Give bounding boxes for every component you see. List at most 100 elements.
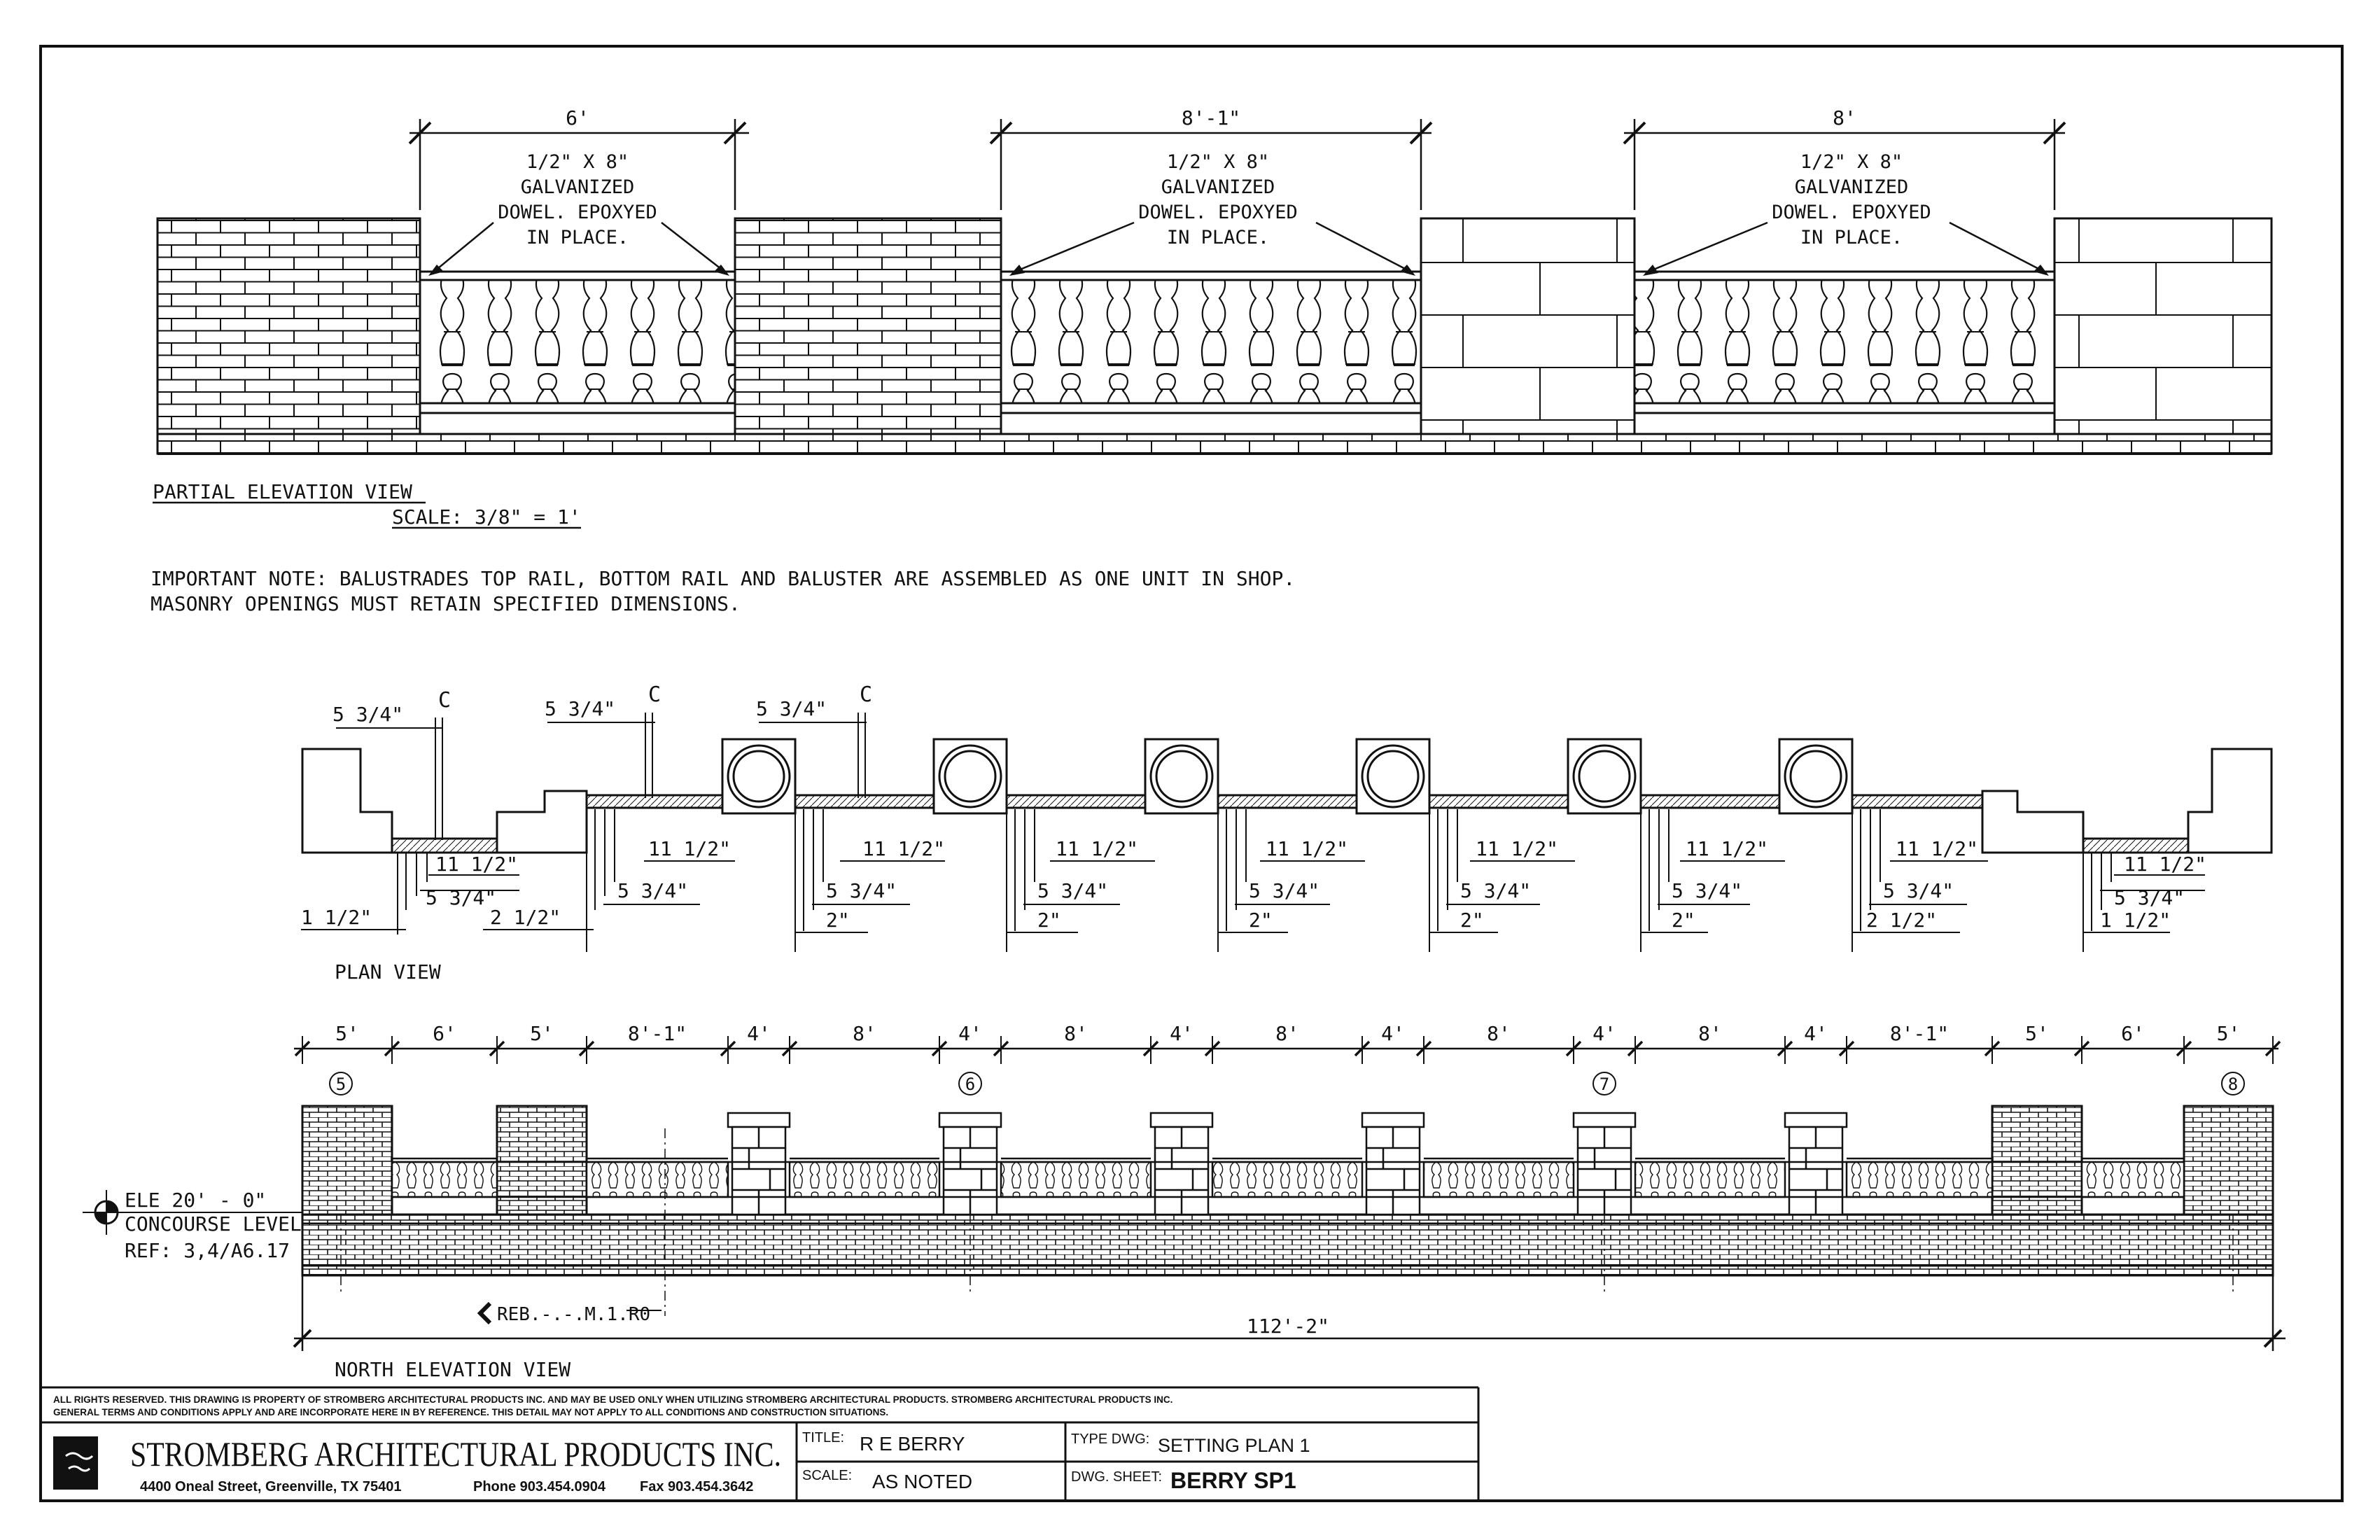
svg-text:5 3/4": 5 3/4" [2114,886,2185,909]
svg-text:5: 5 [336,1074,346,1094]
svg-text:5 3/4": 5 3/4" [332,703,403,726]
svg-text:C: C [438,688,451,713]
svg-text:11 1/2": 11 1/2" [1056,837,1138,860]
sheet-border [39,45,2344,1502]
svg-text:IN PLACE.: IN PLACE. [1800,227,1903,248]
svg-text:2": 2" [1249,909,1273,932]
company-address: 4400 Oneal Street, Greenville, TX 75401 [140,1479,402,1494]
plan-dimension-cluster-5: 11 1/2" 5 3/4" 2" [1217,809,1365,952]
svg-text:11 1/2": 11 1/2" [648,837,731,860]
company-logo [53,1436,98,1490]
svg-text:GALVANIZED: GALVANIZED [1795,176,1909,198]
title-label: TITLE: [802,1430,844,1446]
north-dim-label: 6' [2121,1022,2145,1045]
stone-pier-2 [2053,217,2273,449]
svg-text:6: 6 [965,1074,975,1094]
elevation-title: PARTIAL ELEVATION VIEW [153,480,412,503]
svg-text:11 1/2": 11 1/2" [1266,837,1348,860]
company-name: STROMBERG ARCHITECTURAL PRODUCTS INC. [130,1434,781,1474]
north-dim-label: 8' [1487,1022,1511,1045]
north-brick-pier-b [1991,1105,2083,1216]
svg-text:REB.-.-.M.1.R0: REB.-.-.M.1.R0 [497,1304,650,1325]
north-dim-label: 5' [2025,1022,2049,1045]
svg-text:5 3/4": 5 3/4" [1883,879,1954,902]
dowel-note-1: 1/2" X 8" GALVANIZED DOWEL. EPOXYED IN P… [428,151,729,276]
brick-pier-2 [734,217,1002,449]
plan-centerline-callouts: 5 3/4" C 5 3/4" C 5 3/4" C [332,682,872,840]
svg-text:5 3/4": 5 3/4" [545,697,615,720]
north-dim-label: 5' [2217,1022,2241,1045]
level-elevation: ELE 20' - 0" [125,1189,266,1212]
svg-text:2 1/2": 2 1/2" [490,906,561,929]
svg-text:11 1/2": 11 1/2" [862,837,945,860]
brick-pier-1 [156,217,421,449]
north-dim-label: 8'-1" [1890,1022,1949,1045]
svg-text:1 1/2": 1 1/2" [2100,909,2171,932]
svg-text:11 1/2": 11 1/2" [1686,837,1768,860]
plan-dimension-cluster-2: 11 1/2" 5 3/4" 2 1/2" [483,809,735,952]
svg-text:GALVANIZED: GALVANIZED [521,176,635,198]
balustrade-panel-2 [1000,270,1422,414]
svg-text:2": 2" [1460,909,1484,932]
north-dim-label: 8' [1698,1022,1722,1045]
svg-text:2": 2" [1672,909,1695,932]
svg-text:DOWEL. EPOXYED: DOWEL. EPOXYED [1138,202,1298,223]
north-elevation-view: 5'6'5'8'-1"4'8'4'8'4'8'4'8'4'8'4'8'-1"5'… [83,1022,2286,1381]
svg-text:11 1/2": 11 1/2" [435,853,518,876]
svg-text:5 3/4": 5 3/4" [1672,879,1742,902]
plan-end-wall-left [301,748,393,854]
grid-marker-5: 5 [329,1072,353,1096]
stone-pier-1 [1420,217,1636,449]
elevation-scale: SCALE: 3/8" = 1' [392,505,581,528]
plan-dimension-cluster-3: 11 1/2" 5 3/4" 2" [794,809,945,952]
north-dim-label: 8' [1064,1022,1088,1045]
company-fax: Fax 903.454.3642 [640,1479,753,1494]
north-brick-pier-8 [2183,1105,2274,1216]
level-marker: ELE 20' - 0" CONCOURSE LEVEL REF: 3,4/A6… [83,1189,302,1262]
svg-text:11 1/2": 11 1/2" [1476,837,1558,860]
north-dim-label: 4' [1592,1022,1616,1045]
type-dwg-label: TYPE DWG: [1071,1432,1149,1447]
title-block: ALL RIGHTS RESERVED. THIS DRAWING IS PRO… [41,1386,1480,1501]
plan-dimension-cluster-6: 11 1/2" 5 3/4" 2" [1429,809,1575,952]
plan-end-wall-right [2187,748,2273,854]
north-dim-label: 6' [433,1022,456,1045]
important-note-line-1: IMPORTANT NOTE: BALUSTRADES TOP RAIL, BO… [150,567,1295,590]
balustrade-panel-1 [419,270,736,414]
plan-dimension-cluster-7: 11 1/2" 5 3/4" 2" [1640,809,1785,952]
legal-text-2: GENERAL TERMS AND CONDITIONS APPLY AND A… [53,1407,888,1418]
north-dim-label: 4' [747,1022,771,1045]
plan-dimension-cluster-9: 11 1/2" 5 3/4" 1 1/2" [2082,853,2206,952]
partial-elevation-view: 6' 8'-1" 8' 1/2" X 8" GALVANIZED DOWEL. … [153,106,2273,529]
north-dim-label: 4' [1381,1022,1405,1045]
svg-text:1 1/2": 1 1/2" [301,906,372,929]
bay-dim-2: 8'-1" [1182,106,1240,130]
elevation-base-course [156,433,2273,455]
svg-text:1/2" X 8": 1/2" X 8" [1167,151,1269,173]
title-value: R E BERRY [860,1433,965,1455]
north-balustrade-panels [391,1157,2185,1198]
svg-text:2": 2" [826,909,850,932]
north-dim-label: 8'-1" [628,1022,687,1045]
svg-text:IN PLACE.: IN PLACE. [1167,227,1269,248]
dwg-sheet-value: BERRY SP1 [1170,1468,1296,1493]
svg-text:5 3/4": 5 3/4" [1249,879,1320,902]
type-dwg-value: SETTING PLAN 1 [1158,1435,1310,1456]
north-dim-label: 4' [958,1022,982,1045]
grid-marker-7: 7 [1592,1072,1616,1096]
svg-text:GALVANIZED: GALVANIZED [1161,176,1275,198]
grid-markers: 5 6 7 8 [329,1072,2245,1316]
north-dim-label: 8' [1275,1022,1299,1045]
svg-text:7: 7 [1600,1074,1609,1094]
north-dim-label: 4' [1804,1022,1828,1045]
bay-dim-3: 8' [1833,106,1856,130]
north-brick-pier-a [496,1105,588,1216]
overall-dimension: 112'-2" [1247,1315,1329,1338]
north-brick-pier-5 [301,1105,393,1216]
north-dim-label: 4' [1170,1022,1194,1045]
svg-text:DOWEL. EPOXYED: DOWEL. EPOXYED [498,202,657,223]
company-phone: Phone 903.454.0904 [473,1479,606,1494]
svg-text:11 1/2": 11 1/2" [1896,837,1978,860]
svg-text:2": 2" [1037,909,1061,932]
svg-text:C: C [860,682,872,707]
